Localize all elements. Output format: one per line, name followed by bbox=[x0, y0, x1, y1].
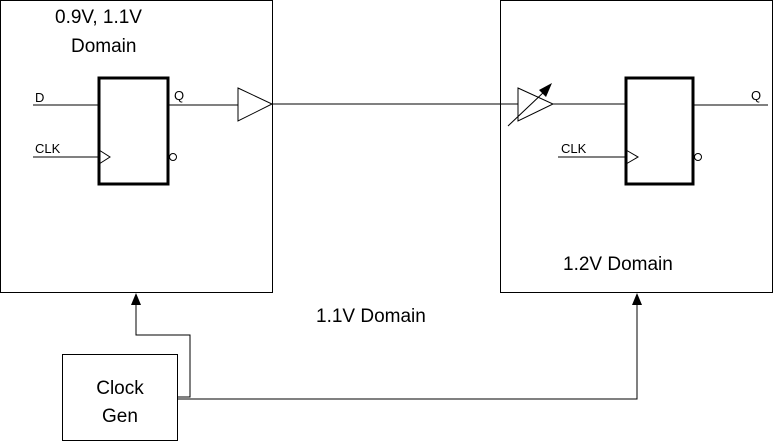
clock-arrowhead-left bbox=[131, 293, 141, 305]
flipflop-right-qbar-bubble bbox=[694, 153, 702, 161]
right-domain-label: 1.2V Domain bbox=[563, 254, 673, 275]
clock-wire-left-domain bbox=[135, 303, 191, 398]
right-domain-box bbox=[500, 0, 773, 293]
left-domain-label-line2: Domain bbox=[71, 36, 136, 57]
flipflop-left-q-label: Q bbox=[174, 88, 184, 103]
middle-domain-label: 1.1V Domain bbox=[316, 306, 426, 327]
flipflop-left-clock-triangle bbox=[98, 149, 111, 165]
flipflop-left-d-label: D bbox=[35, 90, 44, 105]
flipflop-right-clock-triangle bbox=[625, 149, 639, 165]
buffer-triangle bbox=[237, 87, 274, 122]
flipflop-right-body bbox=[624, 76, 695, 186]
clock-arrowhead-right bbox=[632, 293, 642, 305]
flipflop-left-qbar-bubble bbox=[169, 153, 177, 161]
clock-gen-label-line2: Gen bbox=[102, 406, 138, 427]
variable-buffer-arrow-line bbox=[507, 90, 546, 127]
left-domain-label-line1: 0.9V, 1.1V bbox=[55, 7, 142, 28]
variable-buffer-arrowhead bbox=[539, 83, 552, 97]
flipflop-right-q-label: Q bbox=[751, 88, 761, 103]
variable-buffer bbox=[507, 83, 555, 127]
flipflop-left-clk-label: CLK bbox=[35, 141, 61, 156]
flipflop-left: D CLK Q bbox=[33, 76, 184, 186]
flipflop-right-clk-label: CLK bbox=[561, 141, 587, 156]
clock-wire-right-domain bbox=[177, 303, 638, 400]
left-domain-box bbox=[0, 0, 273, 293]
flipflop-left-body bbox=[97, 76, 170, 186]
variable-buffer-triangle bbox=[517, 87, 555, 122]
clock-gen-label-line1: Clock bbox=[96, 378, 144, 399]
flipflop-right: CLK Q bbox=[558, 76, 768, 186]
